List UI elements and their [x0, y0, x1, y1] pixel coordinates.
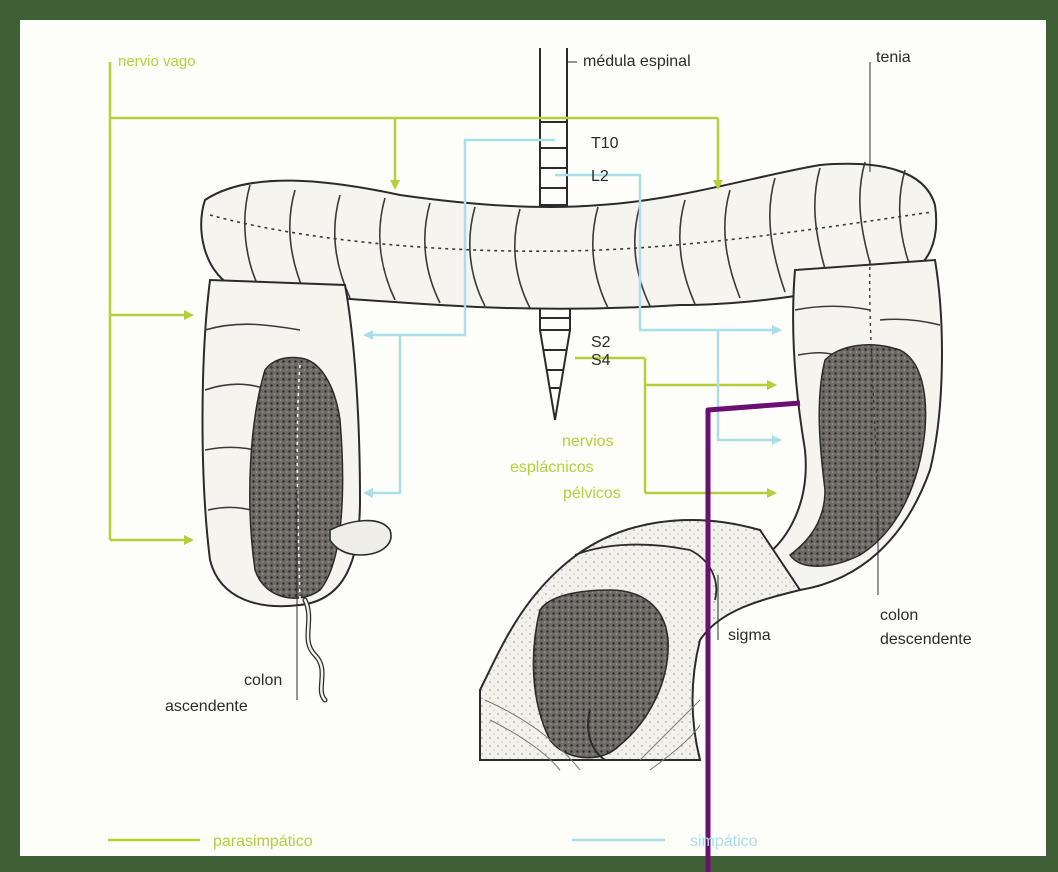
label-sigma: sigma	[728, 627, 771, 644]
label-t10: T10	[591, 135, 619, 152]
label-ascending-colon-2: ascendente	[165, 698, 248, 715]
label-ascending-colon-1: colon	[244, 672, 282, 689]
label-s4: S4	[591, 352, 611, 369]
legend-label-parasympathetic: parasimpático	[213, 833, 313, 850]
label-descending-colon-2: descendente	[880, 631, 972, 648]
label-l2: L2	[591, 168, 609, 185]
label-vagus-nerve: nervio vago	[118, 53, 196, 70]
legend-label-sympathetic: simpático	[690, 833, 758, 850]
label-s2: S2	[591, 334, 611, 351]
label-descending-colon-1: colon	[880, 607, 918, 624]
label-pelvic-splanchnic-1: nervios	[562, 433, 614, 450]
label-spinal-cord: médula espinal	[583, 53, 691, 70]
label-pelvic-splanchnic-2: esplácnicos	[510, 459, 594, 476]
label-teniae: tenia	[876, 49, 911, 66]
label-pelvic-splanchnic-3: pélvicos	[563, 485, 621, 502]
